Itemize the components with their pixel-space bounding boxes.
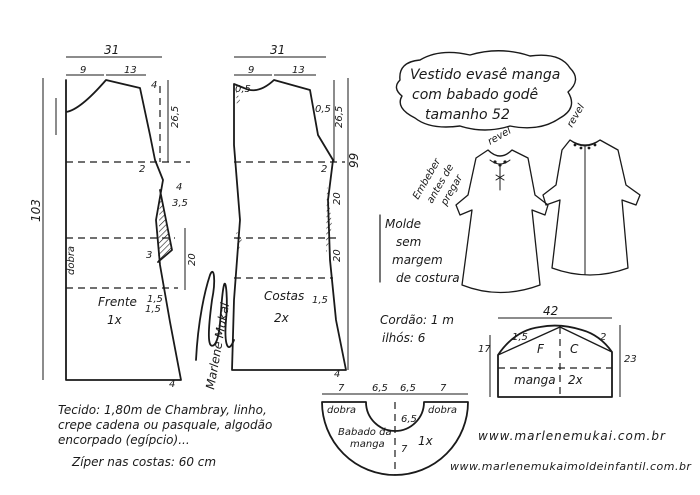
front-dim-g: 4 bbox=[169, 379, 175, 390]
front-shoulder-label: 13 bbox=[124, 65, 137, 76]
title-cloud: Vestido evasê manga com babado godê tama… bbox=[395, 50, 577, 131]
front-dim-f: 1,5 bbox=[147, 294, 163, 305]
dress-trim-back: revel bbox=[565, 102, 587, 129]
back-dim-e: 20 bbox=[332, 249, 343, 262]
back-length-label: 99 bbox=[347, 153, 361, 168]
front-dim-b: 4 bbox=[176, 182, 182, 193]
ruffle-fold-left: dobra bbox=[327, 405, 356, 416]
fabric-line3: encorpado (egípcio)... bbox=[58, 433, 190, 447]
front-drop-label: 4 bbox=[151, 80, 157, 91]
ruffle-fold-right: dobra bbox=[428, 405, 457, 416]
sleeve-label: manga bbox=[514, 373, 556, 387]
ruffle-label2: manga bbox=[350, 439, 385, 450]
ruffle-dim-r1: 6,5 bbox=[401, 414, 417, 425]
back-neck-label: 9 bbox=[248, 65, 254, 76]
extras-eyelets: ilhós: 6 bbox=[382, 331, 426, 345]
front-qty: 1x bbox=[107, 313, 123, 327]
front-neck-label: 9 bbox=[80, 65, 86, 76]
front-dim-c: 3,5 bbox=[172, 198, 188, 209]
front-dim-e: 3 bbox=[146, 250, 152, 261]
front-outline bbox=[65, 79, 182, 381]
front-dim-d: 20 bbox=[187, 253, 198, 266]
front-side-dart bbox=[158, 190, 172, 262]
sleeve-outline bbox=[497, 324, 613, 398]
back-outline bbox=[231, 79, 347, 371]
back-dim-g: 4 bbox=[334, 369, 340, 380]
ruffle-dim-inner-right: 6,5 bbox=[400, 383, 416, 394]
ruffle-dim-outer-left: 7 bbox=[338, 383, 345, 394]
website-url-1[interactable]: www.marlenemukai.com.br bbox=[478, 429, 666, 443]
front-length-label: 103 bbox=[29, 199, 43, 222]
front-armhole-label: 26,5 bbox=[170, 106, 181, 128]
extras-cord: Cordão: 1 m bbox=[380, 313, 454, 327]
back-dim-d: 20 bbox=[332, 192, 343, 205]
mold-note: Molde sem margem de costura bbox=[379, 214, 460, 285]
sleeve-name-right: C bbox=[570, 342, 579, 356]
ruffle-dim-r2: 7 bbox=[401, 444, 408, 455]
fabric-note: Tecido: 1,80m de Chambray, linho, crepe … bbox=[58, 403, 272, 469]
signature: Marlene Mukai bbox=[195, 270, 235, 391]
sleeve-height-right: 23 bbox=[624, 354, 637, 365]
back-width-label: 31 bbox=[270, 43, 285, 57]
sleeve-top-right: 2 bbox=[600, 332, 606, 343]
ruffle-label1: Babado da bbox=[338, 427, 392, 438]
ruffle-dim-outer-right: 7 bbox=[440, 383, 447, 394]
front-dim-a: 2 bbox=[139, 164, 145, 175]
dress-sketch: Embeber antes de pregar revel revel bbox=[411, 102, 641, 294]
back-qty: 2x bbox=[274, 311, 290, 325]
front-name: Frente bbox=[98, 295, 137, 309]
back-piece: 31 9 13 0,5 0,5 26,5 99 2 20 20 1,5 4 Co… bbox=[231, 43, 361, 380]
title-line3: tamanho 52 bbox=[425, 107, 510, 123]
sleeve-width-label: 42 bbox=[543, 304, 558, 318]
mold-line4: de costura bbox=[396, 271, 460, 285]
sleeve-piece: 42 1,5 2 17 23 F C manga 2x bbox=[478, 304, 637, 398]
back-center-dart bbox=[236, 230, 242, 252]
ruffle-qty: 1x bbox=[418, 434, 434, 448]
back-armhole-label: 26,5 bbox=[334, 106, 345, 128]
mold-line2: sem bbox=[396, 235, 421, 249]
ruffle-outline bbox=[321, 401, 469, 476]
website-url-2[interactable]: www.marlenemukaimoldeinfantil.com.br bbox=[450, 460, 692, 473]
front-fold-label: dobra bbox=[66, 246, 77, 275]
sleeve-name-left: F bbox=[537, 342, 545, 356]
front-piece: 31 9 13 4 103 26,5 2 4 3,5 20 3 1,5 4 1,… bbox=[29, 43, 198, 390]
back-shoulder-label: 13 bbox=[292, 65, 305, 76]
back-dim-a: 0,5 bbox=[235, 84, 251, 95]
fabric-line4: Zíper nas costas: 60 cm bbox=[71, 455, 216, 469]
website-links: www.marlenemukai.com.br www.marlenemukai… bbox=[450, 429, 692, 473]
back-dim-f: 1,5 bbox=[312, 295, 328, 306]
back-side-dart bbox=[326, 185, 332, 255]
back-zip-dart bbox=[236, 90, 240, 108]
back-dim-c: 2 bbox=[321, 164, 327, 175]
sleeve-qty: 2x bbox=[568, 373, 584, 387]
title-line2: com babado godê bbox=[412, 87, 538, 103]
title-line1: Vestido evasê manga bbox=[410, 67, 560, 83]
sleeve-height-left: 17 bbox=[478, 344, 491, 355]
mold-line1: Molde bbox=[385, 217, 421, 231]
fabric-line2: crepe cadena ou pasquale, algodão bbox=[58, 418, 272, 432]
sleeve-top-left: 1,5 bbox=[512, 332, 528, 343]
extras: Cordão: 1 m ilhós: 6 bbox=[380, 313, 454, 345]
ruffle-piece: 7 6,5 6,5 7 dobra dobra 6,5 7 Babado da … bbox=[321, 383, 469, 476]
mold-line3: margem bbox=[392, 253, 443, 267]
fabric-line1: Tecido: 1,80m de Chambray, linho, bbox=[58, 403, 267, 417]
front-width-label: 31 bbox=[104, 43, 119, 57]
front-dim-h: 1,5 bbox=[145, 304, 161, 315]
back-dim-b: 0,5 bbox=[315, 104, 331, 115]
ruffle-dim-inner-left: 6,5 bbox=[372, 383, 388, 394]
back-name: Costas bbox=[264, 289, 304, 303]
